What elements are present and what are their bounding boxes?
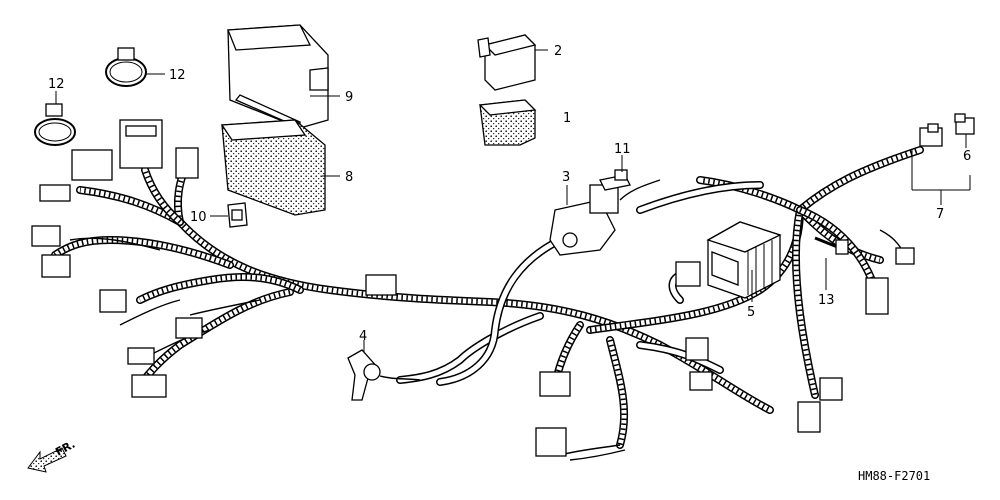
part-2-relay <box>477 34 537 91</box>
drawing-code: HM88-F2701 <box>858 469 930 483</box>
callout-11: 11 <box>614 142 631 157</box>
callout-8: 8 <box>345 170 353 185</box>
part-13-bolt <box>814 236 849 255</box>
callout-1: 1 <box>563 111 571 126</box>
callout-13: 13 <box>818 293 835 308</box>
front-direction-arrow: FR. <box>27 438 77 473</box>
part-8-rubber-case <box>220 119 326 216</box>
part-6-cap <box>954 113 975 135</box>
thin-wires <box>69 179 906 461</box>
callout-10: 10 <box>190 210 207 225</box>
callout-4: 4 <box>359 329 367 344</box>
part-10-clip <box>227 202 248 228</box>
connectors <box>31 119 915 457</box>
callout-5: 5 <box>747 305 755 320</box>
callout-3: 3 <box>562 170 570 185</box>
part-5-regulator-rectifier <box>706 221 782 299</box>
part-7-connector <box>919 123 943 147</box>
callout-labels: 1 2 3 4 5 6 7 8 9 10 11 12 12 13 <box>48 44 971 344</box>
part-1-rubber-mount <box>478 99 537 146</box>
leader-lines <box>55 49 971 352</box>
callout-2: 2 <box>554 44 562 59</box>
callout-12-lower: 12 <box>48 77 65 92</box>
part-11-bolt <box>599 169 631 191</box>
callout-7: 7 <box>936 207 944 222</box>
part-9-control-unit <box>227 24 329 129</box>
wire-harness-main <box>51 146 924 449</box>
callout-9: 9 <box>345 90 353 105</box>
part-4-sensor <box>347 349 421 401</box>
callout-6: 6 <box>963 149 971 164</box>
front-arrow-icon <box>27 447 67 473</box>
part-3-starter-relay <box>549 184 619 256</box>
callout-12-upper: 12 <box>169 68 186 83</box>
part-12-band-upper <box>105 47 147 87</box>
part-12-band-lower <box>34 103 76 146</box>
